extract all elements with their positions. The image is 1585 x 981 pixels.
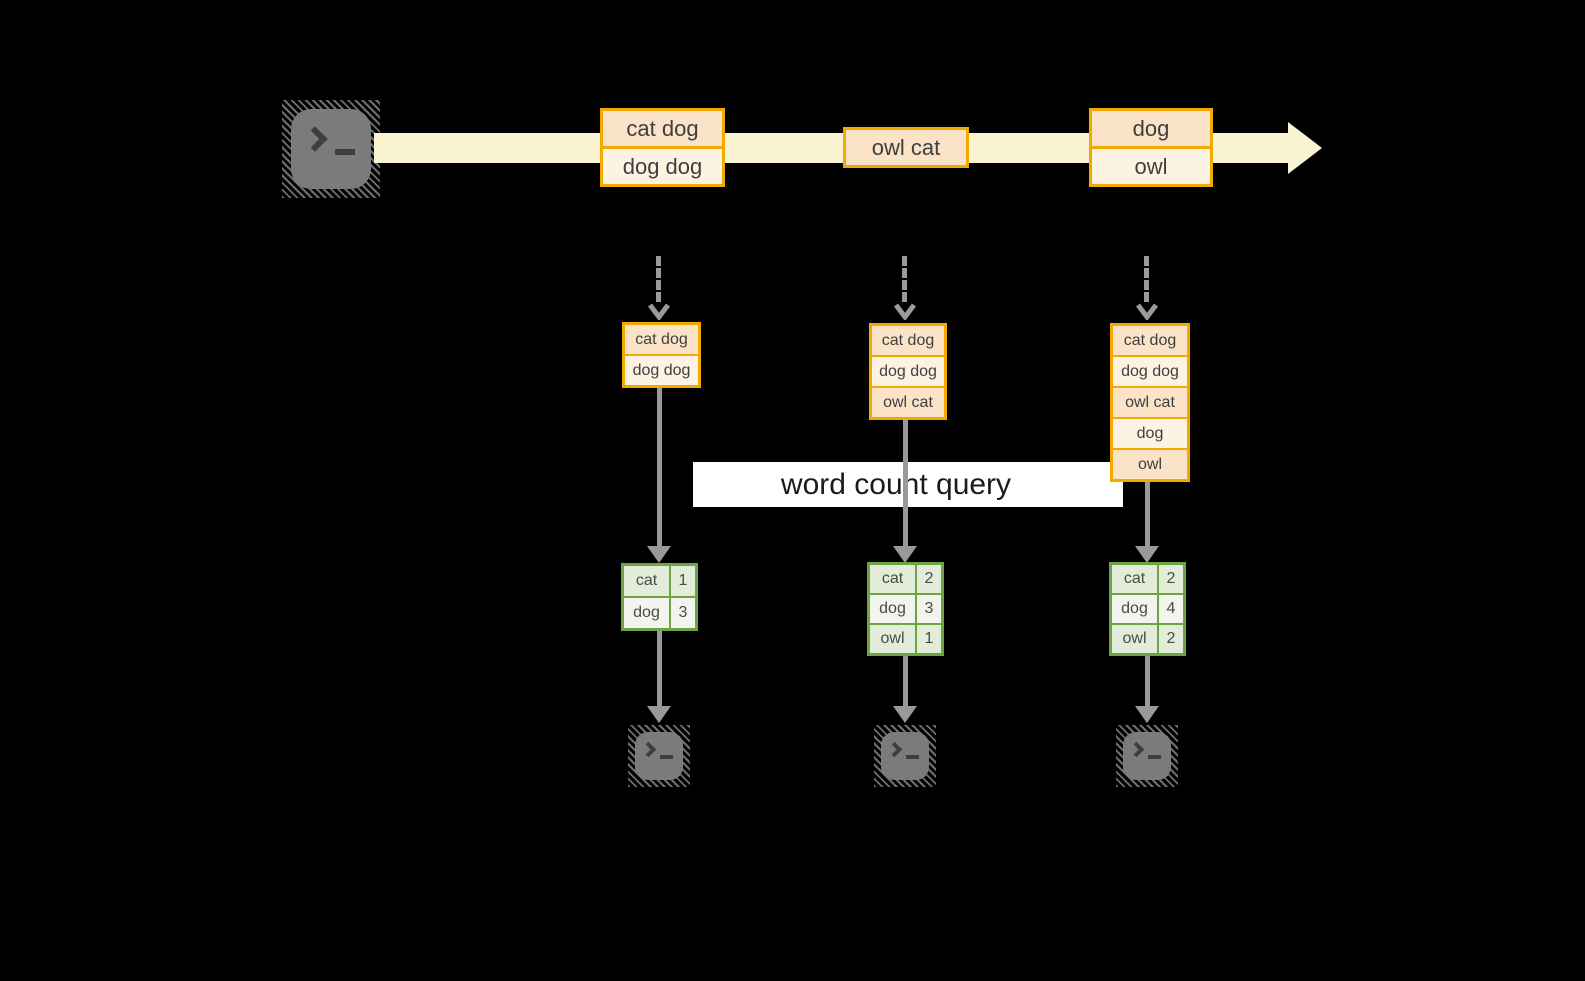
query-arrow-1 [657,388,662,546]
state-row: cat dog [1113,326,1187,355]
word-cell: dog [1112,595,1157,623]
output-arrow-2 [903,656,908,706]
state-row: owl cat [872,386,944,417]
output-terminal-icon-2 [874,725,936,787]
word-cell: dog [870,595,915,623]
dashed-arrowhead-icon [648,303,670,320]
word-cell: cat [870,565,915,593]
dashed-arrow-3 [1144,256,1149,302]
query-arrow-3 [1145,482,1150,546]
dashed-arrowhead-icon [894,303,916,320]
terminal-screen [635,732,683,780]
word-cell: cat [1112,565,1157,593]
stream-message-1: cat dog dog dog [600,108,725,187]
dashed-arrowhead-icon [1136,303,1158,320]
word-cell: cat [624,566,669,596]
dashed-arrow-2 [902,256,907,302]
state-row: dog dog [1113,355,1187,386]
arrowhead-icon [647,546,671,563]
prompt-underscore-icon [660,755,673,759]
count-cell: 4 [1159,595,1183,623]
count-cell: 2 [1159,565,1183,593]
count-table-1: cat 1 dog 3 [621,563,698,631]
prompt-underscore-icon [906,755,919,759]
arrowhead-icon [1135,706,1159,723]
dashed-arrow-1 [656,256,661,302]
state-box-3: cat dog dog dog owl cat dog owl [1110,323,1190,482]
terminal-screen [881,732,929,780]
count-table-3: cat 2 dog 4 owl 2 [1109,562,1186,656]
count-cell: 2 [917,565,941,593]
terminal-screen [1123,732,1171,780]
state-row: dog [1113,417,1187,448]
count-cell: 2 [1159,625,1183,653]
stream-arrowhead-icon [1288,122,1322,174]
query-band: word count query [693,462,1123,507]
count-table-2: cat 2 dog 3 owl 1 [867,562,944,656]
state-row: owl [1113,448,1187,479]
arrowhead-icon [893,546,917,563]
state-row: dog dog [872,355,944,386]
terminal-screen [291,109,371,189]
message-row: cat dog [603,111,722,146]
state-row: cat dog [625,325,698,354]
query-label: word count query [780,467,1012,501]
stream-message-2: owl cat [843,127,969,168]
message-row: owl cat [846,130,966,165]
word-cell: owl [1112,625,1157,653]
prompt-underscore-icon [1148,755,1161,759]
state-box-2: cat dog dog dog owl cat [869,323,947,420]
prompt-underscore-icon [335,149,355,155]
state-row: owl cat [1113,386,1187,417]
count-cell: 3 [671,598,695,628]
query-arrow-2 [903,420,908,546]
output-terminal-icon-3 [1116,725,1178,787]
stream-message-3: dog owl [1089,108,1213,187]
state-row: cat dog [872,326,944,355]
state-box-1: cat dog dog dog [622,322,701,388]
count-cell: 1 [671,566,695,596]
arrowhead-icon [893,706,917,723]
output-arrow-3 [1145,656,1150,706]
output-arrow-1 [657,631,662,706]
message-row: dog dog [603,146,722,184]
state-row: dog dog [625,354,698,385]
word-cell: dog [624,598,669,628]
count-cell: 3 [917,595,941,623]
source-terminal-icon [282,100,380,198]
message-row: dog [1092,111,1210,146]
message-row: owl [1092,146,1210,184]
output-terminal-icon-1 [628,725,690,787]
word-cell: owl [870,625,915,653]
arrowhead-icon [647,706,671,723]
count-cell: 1 [917,625,941,653]
arrowhead-icon [1135,546,1159,563]
